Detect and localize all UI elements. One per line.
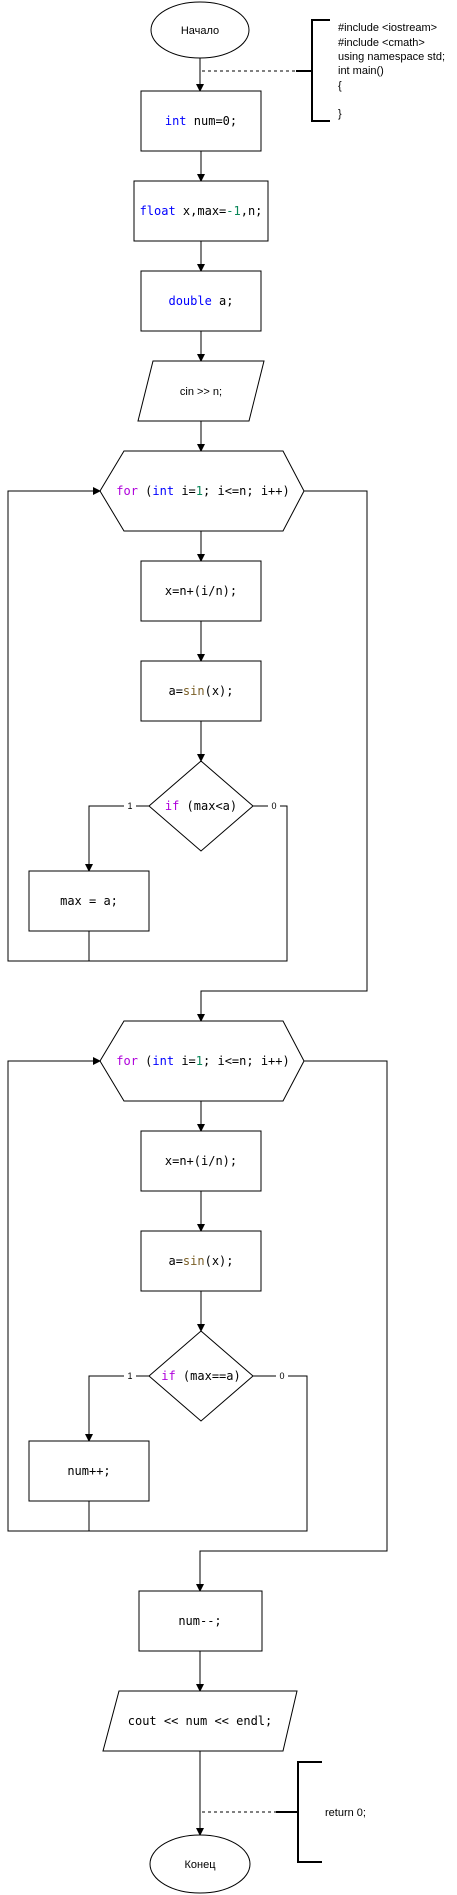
arrow-cond1-yes <box>85 805 149 872</box>
cond2-no-label: 0 <box>279 1371 284 1381</box>
loop2-body1-label: x=n+(i/n); <box>165 1154 237 1168</box>
loop1-body2-label: a=sin(x); <box>168 684 233 698</box>
footer-comment-text: return 0; <box>325 1807 366 1819</box>
assign-max-label: max = a; <box>60 894 118 908</box>
cond2-diamond <box>148 1330 254 1422</box>
end-label: Конец <box>184 1859 216 1871</box>
loop1-body1-label: x=n+(i/n); <box>165 584 237 598</box>
decl-float-block <box>133 180 269 242</box>
footer-comment-brace <box>276 1761 322 1863</box>
header-comment-line-2: #include <cmath> <box>338 37 425 49</box>
cond1-diamond <box>148 760 254 852</box>
header-comment-line-7: } <box>338 108 342 120</box>
header-comment-line-4: int main() <box>338 65 384 77</box>
arrow-loop1-back-edge <box>7 487 101 962</box>
assign-max-block <box>28 870 150 932</box>
cond1-yes-bg <box>124 799 136 812</box>
inc-num-label: num++; <box>67 1464 110 1478</box>
cond2-no-bg <box>276 1369 288 1382</box>
cond2-label: if (max==a) <box>161 1369 240 1383</box>
arrow-cond2-yes <box>85 1375 149 1442</box>
output-block <box>102 1690 298 1752</box>
decl-float-label: float x,max=-1,n; <box>140 204 263 218</box>
arrow-loop1-exit <box>197 490 368 1022</box>
cond2-yes-bg <box>124 1369 136 1382</box>
loop1-body1-block <box>140 560 262 622</box>
start-label: Начало <box>181 25 219 37</box>
cond2-yes-label: 1 <box>127 1371 132 1381</box>
cond1-yes-label: 1 <box>127 801 132 811</box>
cond1-no-label: 0 <box>271 801 276 811</box>
header-comment-line-5: { <box>338 80 342 92</box>
decl-num-label: int num=0; <box>165 114 237 128</box>
cond1-no-bg <box>268 799 280 812</box>
header-comment-line-3: using namespace std; <box>338 51 445 63</box>
input-block <box>137 360 265 422</box>
input-label: cin >> n; <box>180 386 222 398</box>
loop2-label: for (int i=1; i<=n; i++) <box>116 1054 289 1068</box>
header-comment-brace <box>296 19 330 122</box>
end-terminal <box>149 1834 251 1894</box>
inc-num-block <box>28 1440 150 1502</box>
decl-num-block <box>140 90 262 152</box>
loop2-body2-block <box>140 1230 262 1292</box>
dec-num-label: num--; <box>178 1614 221 1628</box>
cond1-label: if (max<a) <box>165 799 237 813</box>
output-label: cout << num << endl; <box>128 1714 273 1728</box>
arrow-loop2-exit <box>196 1060 388 1592</box>
arrow-loop2-back-edge <box>7 1057 101 1532</box>
decl-double-block <box>140 270 262 332</box>
decl-double-label: double a; <box>168 294 233 308</box>
loop2-body2-label: a=sin(x); <box>168 1254 233 1268</box>
header-comment-line-1: #include <iostream> <box>338 22 437 34</box>
loop1-label: for (int i=1; i<=n; i++) <box>116 484 289 498</box>
